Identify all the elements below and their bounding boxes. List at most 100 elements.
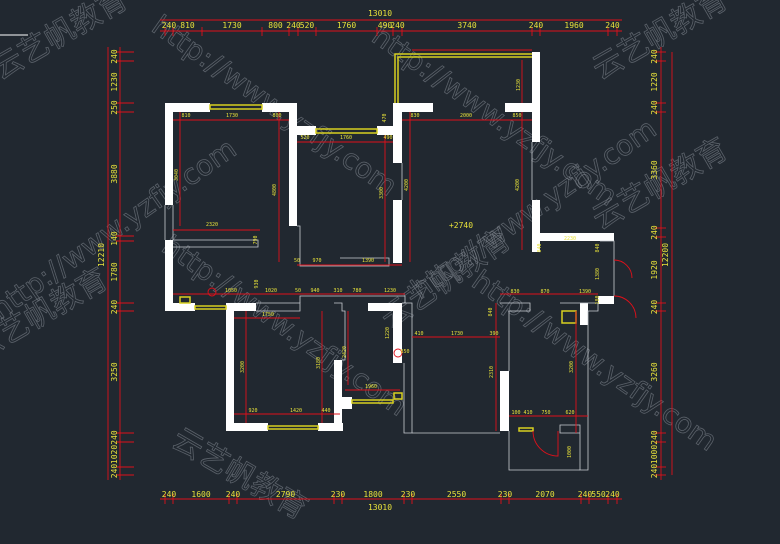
- left-dimension-label: 240: [110, 49, 119, 64]
- inner-dimension-label: 470: [382, 113, 388, 122]
- inner-dimension-label: 410: [414, 331, 423, 337]
- inner-dimension-label: 50: [294, 258, 300, 264]
- right-dimension-label: 240: [650, 49, 659, 64]
- bottom-dimension-label: 2550: [447, 490, 466, 499]
- top-dimension-label: 490: [378, 21, 393, 30]
- inner-dimension-label: 840: [537, 243, 543, 252]
- bottom-dimension-label: 2070: [535, 490, 554, 499]
- inner-dimension-label: 100: [511, 410, 520, 416]
- top-dimension-label: 810: [180, 21, 195, 30]
- inner-dimension-label: 180: [595, 295, 601, 304]
- bottom-total-dimension: 13010: [368, 503, 392, 512]
- inner-dimension-label: 2420: [342, 346, 348, 358]
- right-dimension-label: 240: [650, 430, 659, 445]
- inner-dimension-label: 1020: [265, 288, 277, 294]
- inner-dimension-label: 970: [312, 258, 321, 264]
- inner-dimension-label: 490: [383, 135, 392, 141]
- inner-dimension-label: 1230: [384, 288, 396, 294]
- inner-dimension-label: 810: [181, 113, 190, 119]
- top-dimension-label: 1760: [337, 21, 356, 30]
- wall-outlines: [164, 142, 615, 471]
- windows: [179, 53, 577, 432]
- inner-dimension-label: 310: [333, 288, 342, 294]
- top-dimension-label: 240: [529, 21, 544, 30]
- inner-dimension-label: 390: [489, 331, 498, 337]
- inner-dimension-label: 3300: [379, 187, 385, 199]
- inner-dimension-label: 3200: [569, 361, 575, 373]
- inner-dimension-label: 1730: [226, 113, 238, 119]
- bottom-dimension-label: 240: [226, 490, 241, 499]
- left-dimension-label: 1780: [110, 262, 119, 281]
- top-dimension-label: 240: [162, 21, 177, 30]
- inner-dimension-label: 830: [410, 113, 419, 119]
- inner-dimension-label: 2230: [564, 236, 576, 242]
- left-dimension-label: 240: [110, 464, 119, 479]
- right-dimension-label: 3260: [650, 362, 659, 381]
- inner-dimension-label: 3040: [174, 169, 180, 181]
- right-dimension-label: 1220: [650, 72, 659, 91]
- inner-dimension-label: 870: [540, 289, 549, 295]
- inner-dimension-label: 840: [488, 307, 494, 316]
- right-total-dimension: 12200: [661, 243, 670, 267]
- inner-dimension-label: 410: [523, 410, 532, 416]
- inner-dimension-label: 750: [541, 410, 550, 416]
- inner-dimension-label: 1760: [340, 135, 352, 141]
- left-dimension-label: 1230: [110, 72, 119, 91]
- inner-dimension-label: 780: [352, 288, 361, 294]
- inner-dimension-label: 4200: [515, 179, 521, 191]
- right-dimension-label: 240: [650, 300, 659, 315]
- inner-dimension-label: 1390: [579, 289, 591, 295]
- inner-dimension-label: 930: [254, 279, 260, 288]
- bottom-dimension-label: 2790: [276, 490, 295, 499]
- bottom-dimension-label: 1600: [191, 490, 210, 499]
- inner-dimension-label: 1750: [262, 312, 274, 318]
- top-dimension-label: 240: [286, 21, 301, 30]
- inner-dimension-label: 830: [510, 289, 519, 295]
- right-dimension-label: 3360: [650, 160, 659, 179]
- right-dimension-label: 240: [650, 464, 659, 479]
- top-dimension-label: 800: [268, 21, 283, 30]
- top-dimension-label: 3740: [457, 21, 476, 30]
- left-dimension-label: 3880: [110, 164, 119, 183]
- inner-dimension-label: 1230: [516, 79, 522, 91]
- bottom-dimension-label: 240: [162, 490, 177, 499]
- inner-dimension-label: 2310: [489, 366, 495, 378]
- inner-dimension-label: 1960: [365, 384, 377, 390]
- inner-dimension-label: 3180: [316, 357, 322, 369]
- left-dimension-label: 250: [110, 100, 119, 115]
- dimension-lines: [107, 19, 673, 504]
- inner-dimension-label: 940: [310, 288, 319, 294]
- right-dimension-label: 240: [650, 225, 659, 240]
- inner-dimension-label: 1050: [225, 288, 237, 294]
- floor-elevation-label: +2740: [449, 221, 473, 230]
- bottom-dimension-label: 550: [591, 490, 606, 499]
- left-dimension-label: 3250: [110, 362, 119, 381]
- bottom-dimension-label: 240: [605, 490, 620, 499]
- bottom-dimension-label: 230: [401, 490, 416, 499]
- right-dimension-label: 1920: [650, 260, 659, 279]
- walls: [165, 52, 614, 431]
- inner-dimension-label: 1220: [385, 327, 391, 339]
- right-dimension-label: 1000: [650, 445, 659, 464]
- left-dimension-label: 240: [110, 300, 119, 315]
- bottom-dimension-label: 240: [578, 490, 593, 499]
- door-swings: [207, 259, 637, 457]
- inner-dimension-label: 4800: [272, 184, 278, 196]
- inner-dimension-label: 1390: [362, 258, 374, 264]
- inner-dimension-label: 2320: [206, 222, 218, 228]
- inner-dimension-label: 920: [248, 408, 257, 414]
- inner-dimension-label: 790: [253, 235, 259, 244]
- bottom-dimension-label: 1800: [363, 490, 382, 499]
- inner-dimension-label: 440: [321, 408, 330, 414]
- inner-dimension-label: 840: [595, 243, 601, 252]
- inner-dimension-label: 50: [295, 288, 301, 294]
- inner-dimension-label: 2000: [460, 113, 472, 119]
- left-total-dimension: 12210: [97, 243, 106, 267]
- watermark-brand: 云艺帆教育: [166, 422, 313, 527]
- top-dimension-label: 1960: [564, 21, 583, 30]
- inner-dimension-label: 1420: [290, 408, 302, 414]
- inner-dimension-label: 1730: [451, 331, 463, 337]
- top-dimension-label: 240: [390, 21, 405, 30]
